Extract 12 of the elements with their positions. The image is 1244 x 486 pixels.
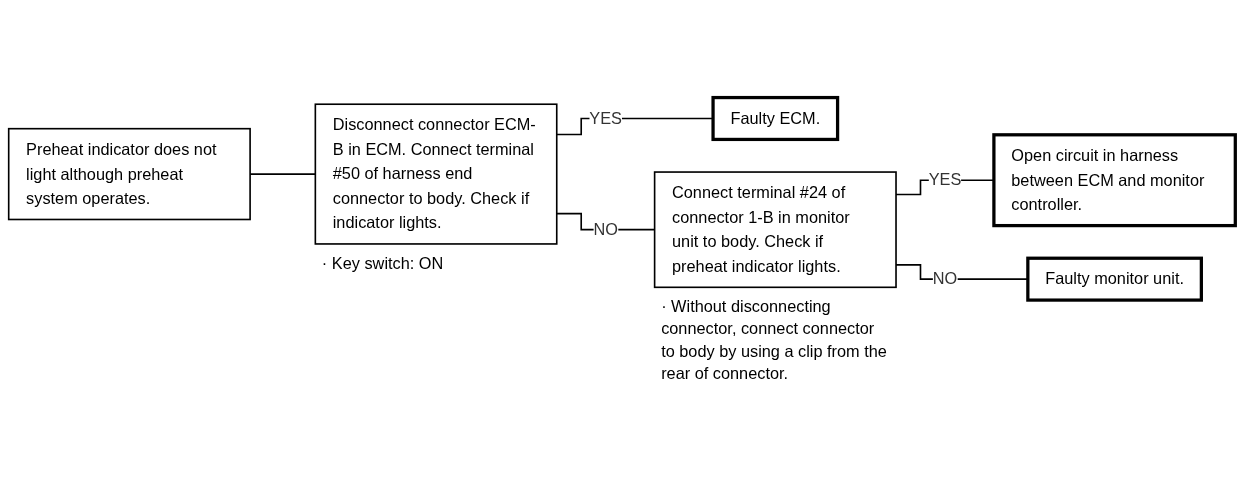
- node-box: Disconnect connector ECM-B in ECM. Connect terminal #50 of harness end connector to body. Check if indicator lights.: [314, 103, 558, 245]
- edge-label: NO: [932, 269, 958, 288]
- node-box: Faulty ECM.: [711, 95, 840, 142]
- edge-label: YES: [928, 170, 962, 189]
- note-text: · Without disconnecting connector, connect connector to body by using a clip from the rear of connector.: [661, 296, 888, 384]
- edge-label: NO: [593, 219, 618, 239]
- edge-label: YES: [589, 108, 622, 127]
- node-box: Preheat indicator does not light although preheat system operates.: [7, 127, 251, 221]
- note-text: · Key switch: ON: [321, 252, 445, 275]
- node-box: Connect terminal #24 of connector 1-B in monitor unit to body. Check if preheat indicator lights.: [653, 171, 897, 289]
- node-box: Faulty monitor unit.: [1026, 256, 1203, 302]
- node-box: Open circuit in harness between ECM and monitor controller.: [992, 133, 1237, 228]
